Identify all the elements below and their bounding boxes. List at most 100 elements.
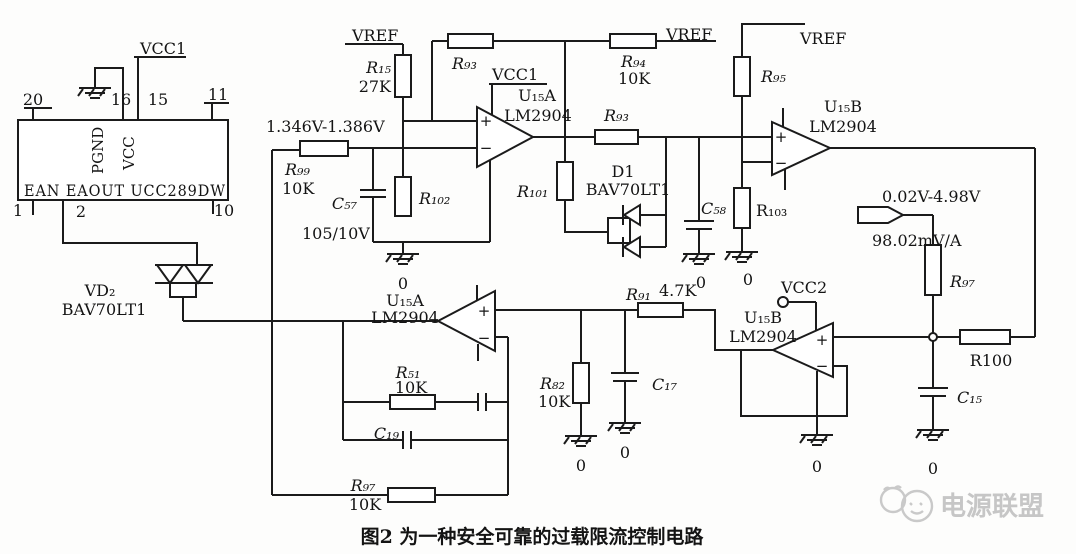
ic-pin-11: 11: [208, 85, 228, 104]
gnd-zero-label: 0: [620, 443, 630, 462]
net-vcc1-label: VCC1: [139, 39, 186, 58]
ground-symbol: [77, 87, 111, 99]
diode-d1: [607, 203, 641, 259]
ground-symbol: [724, 251, 758, 263]
resistor-r94-value: 10K: [618, 69, 651, 88]
resistor-r103-ref: R₁₀₃: [756, 201, 787, 220]
gnd-zero-label: 0: [812, 457, 822, 476]
resistor-r93-top: [447, 33, 494, 49]
annotation-threshold-range: 1.346V-1.386V: [266, 117, 385, 136]
capacitor-c58-ref: C₅₈: [701, 199, 727, 218]
resistor-r97-fb-ref: R₉₇: [350, 476, 376, 495]
capacitor-c57-value: 105/10V: [302, 224, 370, 243]
diode-vd2: [155, 264, 213, 298]
ic-pin-20: 20: [23, 90, 43, 109]
ic-pin-2: 2: [76, 202, 86, 221]
opamp-plus-sign: +: [816, 331, 829, 349]
vcc2-terminal-circle: [777, 296, 789, 308]
ic-pin-16: 16: [111, 90, 131, 109]
ground-symbol: [681, 253, 715, 265]
resistor-r94-ref: R₉₄: [620, 52, 646, 71]
diode-d1-part: BAV70LT1: [586, 180, 671, 199]
resistor-r99-value: 10K: [282, 179, 315, 198]
resistor-r101-ref: R₁₀₁: [516, 182, 548, 201]
resistor-r93-mid: [594, 129, 639, 145]
resistor-r97-fb: [387, 487, 436, 503]
ground-symbol: [385, 253, 419, 265]
resistor-r97-fb-value: 10K: [349, 495, 382, 514]
resistor-r94: [609, 33, 657, 49]
opamp-minus-sign: −: [478, 329, 491, 347]
resistor-r101: [556, 161, 574, 201]
ground-symbol: [915, 429, 949, 441]
opamp-buf1-body: [771, 120, 833, 177]
opamp-comp1-ref: U₁₅A: [518, 86, 556, 105]
resistor-r15: [394, 54, 412, 98]
resistor-r97-sense: [924, 244, 942, 296]
ic-pin-vcc-label: VCC: [120, 136, 138, 171]
opamp-amp2-part: LM2904: [371, 308, 439, 327]
net-vref-label: VREF: [799, 29, 846, 48]
resistor-r91-ref: R₉₁: [625, 285, 651, 304]
ground-symbol: [563, 435, 597, 447]
net-vref-label: VREF: [665, 25, 712, 44]
resistor-r51: [389, 394, 436, 410]
opamp-buf2-part: LM2904: [729, 327, 797, 346]
opamp-buf2-ref: U₁₅B: [744, 308, 782, 327]
resistor-r91-value: 4.7K: [659, 281, 697, 300]
capacitor-c57: [360, 189, 386, 198]
opamp-buf1-ref: U₁₅B: [824, 97, 862, 116]
opamp-plus-sign: +: [775, 128, 788, 146]
capacitor-c19: [402, 431, 412, 449]
ground-symbol: [799, 434, 833, 446]
capacitor-c58: [684, 220, 714, 230]
gnd-zero-label: 0: [398, 274, 408, 293]
figure-caption: 图2 为一种安全可靠的过载限流控制电路: [361, 525, 705, 548]
capacitor-c57-ref: C₅₇: [332, 194, 358, 213]
gnd-zero-label: 0: [928, 459, 938, 478]
opamp-minus-sign: −: [480, 139, 493, 157]
resistor-r100: [959, 329, 1011, 345]
ic-pin-10: 10: [214, 201, 234, 220]
ic-part-row-label: EAN EAOUT UCC289DW: [24, 181, 226, 200]
watermark-text: 电源联盟: [940, 492, 1044, 522]
net-vcc2-label: VCC2: [780, 278, 827, 297]
capacitor-c19-ref: C₁₉: [374, 424, 400, 443]
capacitor-c17: [611, 372, 639, 382]
opamp-buf1-part: LM2904: [809, 117, 877, 136]
resistor-r99: [299, 140, 349, 157]
resistor-r102: [394, 176, 412, 217]
annotation-sense-gain: 98.02mV/A: [872, 231, 962, 250]
capacitor-c17-ref: C₁₇: [652, 375, 678, 394]
resistor-r82-value: 10K: [538, 392, 571, 411]
resistor-r82-ref: R₈₂: [539, 374, 565, 393]
gnd-zero-label: 0: [576, 456, 586, 475]
opamp-buf2-body: [770, 321, 834, 379]
ground-symbol: [607, 422, 641, 434]
diode-vd2-ref: VD₂: [84, 281, 116, 300]
resistor-r95-ref: R₉₅: [760, 67, 786, 86]
resistor-r15-value: 27K: [359, 77, 392, 96]
resistor-r91: [637, 302, 684, 318]
ic-pin-pgnd-label: PGND: [89, 127, 107, 174]
ic-pin-1: 1: [13, 201, 23, 220]
resistor-r51-value: 10K: [395, 378, 428, 397]
opamp-amp2-body: [435, 289, 496, 353]
capacitor-c15-ref: C₁₅: [957, 388, 983, 407]
signal-flag-symbol: [857, 206, 906, 224]
gnd-zero-label: 0: [696, 273, 706, 292]
resistor-r99-ref: R₉₉: [284, 160, 310, 179]
diode-d1-ref: D1: [611, 162, 634, 181]
resistor-r93-mid-ref: R₉₃: [603, 106, 629, 125]
net-vcc1-label: VCC1: [491, 65, 538, 84]
ic-pin-15: 15: [148, 90, 168, 109]
annotation-output-range: 0.02V-4.98V: [882, 187, 981, 206]
capacitor-series-fb: [477, 393, 487, 411]
opamp-comp1-part: LM2904: [504, 106, 572, 125]
opamp-plus-sign: +: [480, 112, 493, 130]
opamp-comp1-body: [476, 105, 536, 169]
opamp-plus-sign: +: [478, 302, 491, 320]
resistor-r102-ref: R₁₀₂: [418, 189, 450, 208]
